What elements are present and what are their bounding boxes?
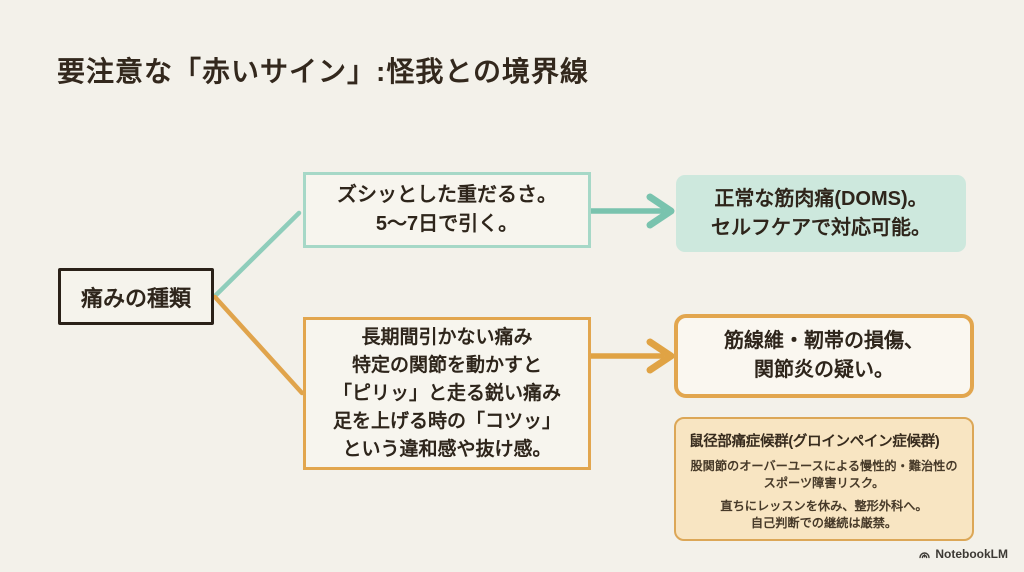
warning-symptom-line-5: という違和感や抜け感。	[342, 438, 552, 460]
normal-symptom-line-1: ズシッとした重だるさ。	[337, 184, 557, 206]
notebooklm-logo-icon	[918, 548, 931, 561]
node-pain-types: 痛みの種類	[58, 268, 214, 325]
note-action-line-1: 直ちにレッスンを休み、整形外科へ。	[720, 499, 928, 513]
branch-line-warning	[212, 294, 305, 396]
warning-symptom-line-3: 「ピリッ」と走る鋭い痛み	[332, 382, 561, 404]
warning-diagnosis-line-1: 筋線維・靭帯の損傷、	[724, 330, 924, 352]
branch-line-normal	[212, 210, 302, 299]
note-risk-paragraph: 股関節のオーバーユースによる慢性的・難治性の スポーツ障害リスク。	[689, 458, 959, 491]
note-action-paragraph: 直ちにレッスンを休み、整形外科へ。 自己判断での継続は厳禁。	[689, 498, 959, 531]
note-heading: 鼠径部痛症候群(グロインペイン症候群)	[689, 434, 940, 450]
arrow-warning-head	[646, 338, 675, 374]
node-normal-symptom: ズシッとした重だるさ。 5〜7日で引く。	[303, 172, 591, 248]
normal-diagnosis-line-1: 正常な筋肉痛(DOMS)。	[714, 187, 928, 210]
node-warning-symptom: 長期間引かない痛み 特定の関節を動かすと 「ピリッ」と走る鋭い痛み 足を上げる時…	[303, 317, 591, 470]
warning-symptom-line-2: 特定の関節を動かすと	[351, 354, 542, 376]
warning-symptom-line-4: 足を上げる時の「コツッ」	[332, 410, 561, 432]
warning-symptom-line-1: 長期間引かない痛み	[361, 326, 533, 348]
normal-symptom-line-2: 5〜7日で引く。	[375, 213, 519, 235]
warning-diagnosis-line-2: 関節炎の疑い。	[754, 359, 894, 381]
node-normal-diagnosis: 正常な筋肉痛(DOMS)。 セルフケアで対応可能。	[676, 175, 966, 252]
note-groin-pain-syndrome: 鼠径部痛症候群(グロインペイン症候群) 股関節のオーバーユースによる慢性的・難治…	[674, 417, 974, 541]
note-risk-line-1: 股関節のオーバーユースによる慢性的・難治性の	[690, 459, 958, 473]
note-risk-line-2: スポーツ障害リスク。	[763, 475, 885, 490]
node-warning-diagnosis: 筋線維・靭帯の損傷、 関節炎の疑い。	[674, 314, 974, 398]
notebooklm-brand: NotebookLM	[918, 547, 1008, 561]
normal-diagnosis-line-2: セルフケアで対応可能。	[711, 216, 931, 239]
node-pain-types-label: 痛みの種類	[80, 285, 191, 311]
notebooklm-brand-label: NotebookLM	[935, 547, 1008, 561]
page-title: 要注意な「赤いサイン」:怪我との境界線	[57, 56, 590, 87]
note-action-line-2: 自己判断での継続は厳禁。	[750, 515, 898, 530]
arrow-normal-head	[646, 193, 675, 229]
